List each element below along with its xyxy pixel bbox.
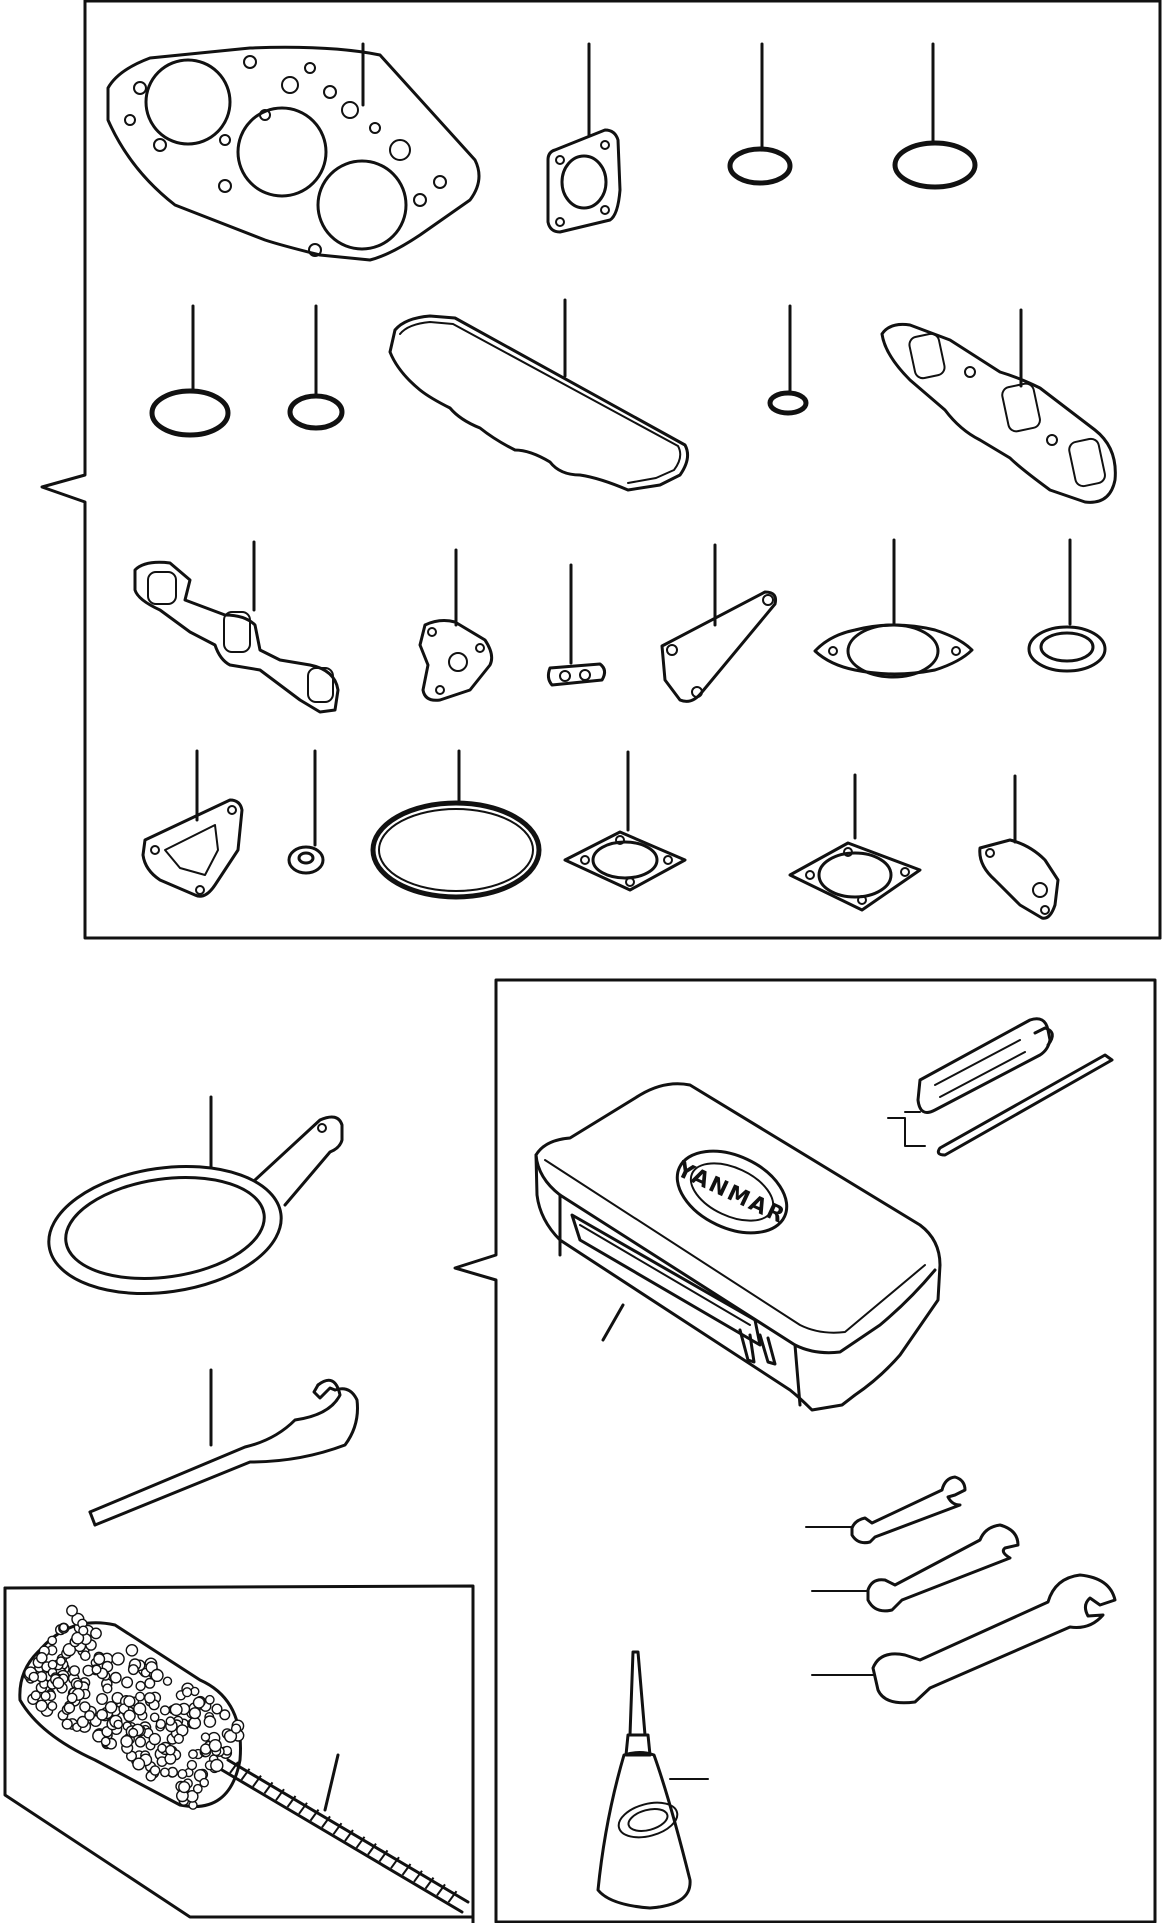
cylinder-head-gasket [106, 42, 481, 262]
filter-wrench [47, 1095, 344, 1296]
o-ring-tiny [767, 304, 809, 416]
sealing-washer [287, 749, 325, 875]
small-plate-gasket [546, 563, 607, 687]
oil-bottle [596, 1650, 709, 1910]
hook-spanner-wrench [88, 1368, 359, 1527]
tool-kit-panel [453, 978, 1157, 1923]
hone-brush-panel [3, 1584, 475, 1923]
cylinder-hone-brush [18, 1604, 470, 1914]
diamond-flange-gasket [563, 750, 687, 892]
o-ring-large [149, 304, 231, 438]
triangular-cover-gasket [660, 543, 777, 703]
o-ring-thin [287, 304, 345, 431]
open-end-wrench-medium [811, 1523, 1020, 1613]
thick-washer-ring [1027, 538, 1107, 673]
o-ring-small [727, 42, 793, 186]
valve-cover-gasket [388, 298, 690, 492]
gasket-set-panel [40, 0, 1162, 940]
open-end-wrench-large [811, 1573, 1117, 1705]
toolbox-brand-logo: YANMAR [672, 1157, 790, 1230]
o-ring-extra-large [370, 749, 542, 900]
tool-box: YANMAR [534, 1082, 942, 1412]
thermostat-cover-gasket [141, 749, 244, 898]
twisted-shaft-marks [229, 1761, 458, 1903]
exhaust-manifold-gasket [880, 308, 1117, 504]
o-ring-medium [892, 42, 978, 190]
diamond-flange-gasket-large [788, 773, 922, 912]
screwdriver-set [887, 1017, 1114, 1157]
intake-manifold-gasket [133, 540, 340, 714]
water-pump-gasket [418, 548, 494, 702]
square-flange-gasket [546, 42, 622, 234]
oil-pump-gasket [978, 774, 1060, 920]
brush-bristle-beads [23, 1604, 245, 1810]
open-end-wrench-small [805, 1475, 967, 1545]
oval-flange-gasket [813, 538, 974, 679]
